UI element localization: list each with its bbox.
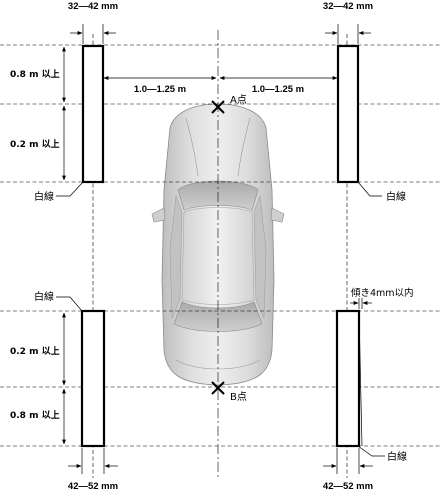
bottom-left-width-label: 42—52 mm [68,481,118,492]
point-a-label: A点 [230,94,247,106]
point-b-label: B点 [230,391,247,403]
top-left-width-label: 32—42 mm [68,1,118,12]
tilt-dimension [350,298,372,309]
white-line-callout-leaders [56,181,385,457]
bottom-right-width-label: 42—52 mm [323,481,373,492]
white-line-strip-bottom-left [80,309,106,448]
lower-08m-label: 0.8 m 以上 [10,409,60,421]
top-right-width-label: 32—42 mm [323,1,373,12]
upper-02m-label: 0.2 m 以上 [10,138,60,150]
white-line-label-top-right: 白線 [386,190,406,203]
tilt-label: 傾き4mm以内 [351,287,414,299]
horizontal-reference-lines [0,44,440,447]
white-line-label-bottom-left: 白線 [34,290,54,303]
white-line-label-top-left: 白線 [34,190,54,203]
point-a-marker [211,100,225,114]
strip-width-dimensions [68,24,373,474]
point-b-marker [211,381,225,395]
white-line-strip-top-right [336,44,360,184]
car-top-view-illustration [151,103,285,386]
white-line-strip-top-left [81,44,105,184]
distance-right-label: 1.0—1.25 m [252,84,304,95]
white-line-label-bottom-right: 白線 [387,450,407,463]
upper-08m-label: 0.8 m 以上 [10,68,60,80]
white-line-strip-bottom-right-tilted [335,309,363,448]
lower-02m-label: 0.2 m 以上 [10,345,60,357]
white-line-strips [80,44,363,448]
distance-left-label: 1.0—1.25 m [134,84,186,95]
